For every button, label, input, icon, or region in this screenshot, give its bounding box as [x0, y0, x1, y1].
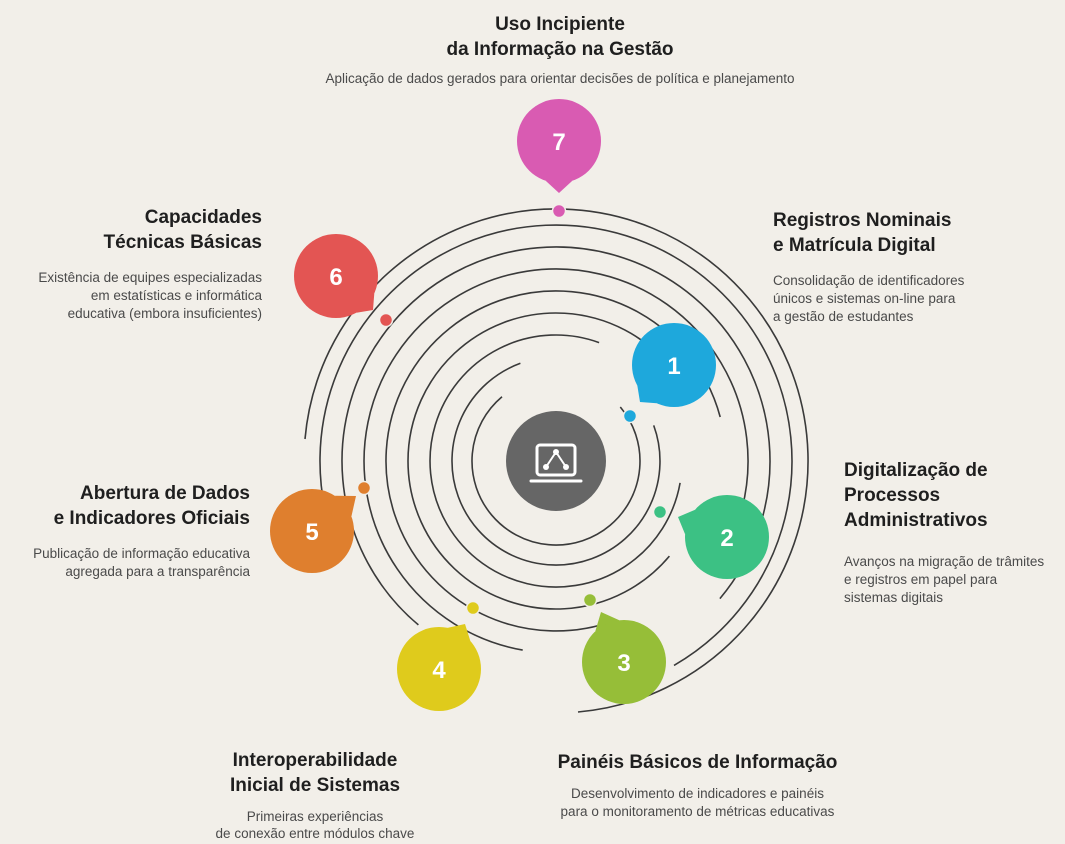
step-5-number: 5: [305, 519, 318, 546]
step-3-title: Painéis Básicos de Informação: [557, 752, 838, 773]
step-5-description: Publicação de informação educativa agreg…: [33, 546, 250, 579]
step-1-number: 1: [667, 353, 680, 380]
center-hub: [506, 411, 606, 511]
step-4-number: 4: [432, 657, 446, 684]
step-4-label: Interoperabilidade Inicial de Sistemas P…: [180, 748, 450, 842]
step-3-description: Desenvolvimento de indicadores e painéis…: [560, 786, 835, 819]
step-1-title: Registros Nominais e Matrícula Digital: [773, 210, 952, 256]
step-2-marker: [652, 504, 668, 520]
step-6-label: Capacidades Técnicas Básicas Existência …: [10, 205, 262, 323]
ring-7: [341, 246, 771, 626]
ring-3: [429, 334, 681, 588]
step-1-circle: [632, 323, 716, 407]
step-badges: 1 2 3 4 5 6 7: [270, 99, 769, 711]
ring-5: [385, 290, 721, 632]
step-3-number: 3: [617, 650, 630, 677]
step-3-label: Painéis Básicos de Informação Desenvolvi…: [530, 750, 865, 821]
step-3-pointer: [595, 612, 620, 632]
step-6-number: 6: [329, 264, 342, 291]
step-3-marker: [582, 592, 598, 608]
step-4-badge: 4: [397, 624, 481, 711]
step-1-marker: [622, 408, 638, 424]
ring-6: [363, 268, 749, 651]
step-7-description: Aplicação de dados gerados para orientar…: [325, 71, 795, 86]
step-1-description: Consolidação de identificadores únicos e…: [773, 273, 965, 324]
step-1-label: Registros Nominais e Matrícula Digital C…: [773, 208, 1053, 326]
step-7-number: 7: [552, 129, 565, 156]
step-6-circle: [294, 234, 378, 318]
step-5-label: Abertura de Dados e Indicadores Oficiais…: [5, 481, 250, 581]
concentric-rings: [304, 208, 809, 713]
ring-9: [304, 208, 809, 713]
step-4-circle: [397, 627, 481, 711]
step-5-title: Abertura de Dados e Indicadores Oficiais: [53, 483, 250, 529]
center-circle: [506, 411, 606, 511]
step-2-badge: 2: [678, 495, 769, 579]
step-4-description: Primeiras experiências de conexão entre …: [215, 809, 415, 841]
step-2-description: Avanços na migração de trâmites e regist…: [844, 554, 1045, 605]
step-6-marker: [378, 312, 394, 328]
step-5-badge: 5: [270, 489, 356, 573]
step-3-circle: [582, 620, 666, 704]
step-6-description: Existência de equipes especializadas em …: [38, 270, 262, 321]
step-7-badge: 7: [517, 99, 601, 193]
ring-2: [451, 362, 661, 566]
step-2-number: 2: [720, 525, 733, 552]
ring-markers: [356, 203, 668, 616]
step-2-label: Digitalização de Processos Administrativ…: [844, 458, 1064, 607]
presentation-network-icon: [529, 443, 583, 483]
step-7-marker: [551, 203, 567, 219]
step-5-circle: [270, 489, 354, 573]
step-2-title: Digitalização de Processos Administrativ…: [844, 460, 988, 531]
step-6-badge: 6: [294, 234, 378, 318]
step-7-title: Uso Incipiente da Informação na Gestão: [446, 14, 674, 60]
step-7-circle: [517, 99, 601, 183]
step-4-title: Interoperabilidade Inicial de Sistemas: [229, 750, 401, 796]
step-5-marker: [356, 480, 372, 496]
step-3-badge: 3: [582, 612, 666, 704]
ring-8: [319, 224, 793, 667]
step-2-circle: [685, 495, 769, 579]
step-6-title: Capacidades Técnicas Básicas: [103, 207, 262, 253]
step-4-marker: [465, 600, 481, 616]
step-1-badge: 1: [632, 323, 716, 407]
step-7-label: Uso Incipiente da Informação na Gestão A…: [280, 12, 840, 88]
ring-1: [471, 396, 641, 546]
ring-4: [407, 312, 671, 610]
step-7-pointer: [545, 180, 573, 193]
